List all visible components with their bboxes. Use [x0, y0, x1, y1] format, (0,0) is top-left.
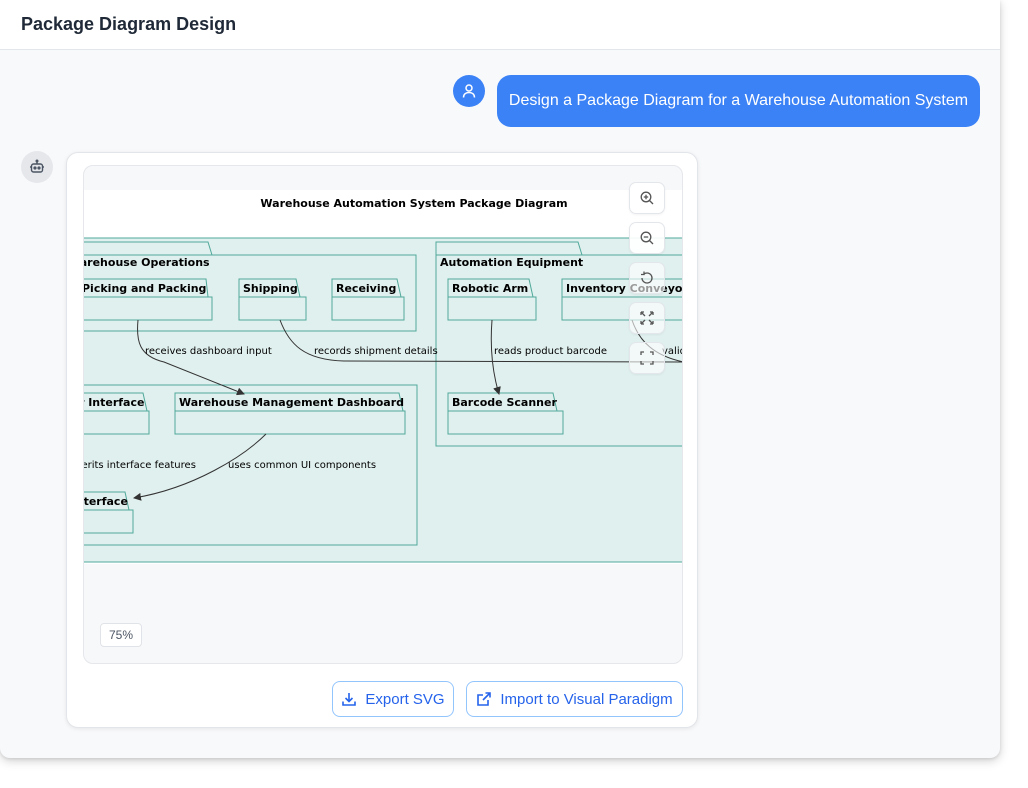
zoom-out-icon	[640, 231, 654, 245]
bot-response-card: Warehouse Automation System Package Diag…	[66, 152, 698, 728]
package-label: Warehouse Operations	[84, 256, 210, 269]
zoom-in-icon	[640, 191, 654, 205]
package-label: User Interface	[84, 396, 144, 409]
package-robotic-arm[interactable]: Robotic Arm	[447, 278, 537, 321]
download-icon	[342, 693, 357, 706]
relation-label: uses common UI components	[228, 460, 376, 471]
user-message-bubble: Design a Package Diagram for a Warehouse…	[497, 75, 980, 127]
package-label: Warehouse Management Dashboard	[179, 396, 404, 409]
package-label: Shipping	[243, 282, 298, 295]
relation-label: inherits interface features	[84, 460, 196, 471]
page-title: Package Diagram Design	[21, 14, 237, 34]
relation-label: receives dashboard input	[145, 346, 272, 357]
package-wms-dashboard[interactable]: Warehouse Management Dashboard	[174, 392, 406, 435]
fullscreen-icon	[640, 351, 654, 365]
relation-label: validates	[662, 346, 683, 357]
relation-records-shipment-details[interactable]	[279, 319, 683, 363]
package-label: Inventory Conveyor	[566, 282, 683, 295]
relation-receives-dashboard-input[interactable]	[137, 319, 245, 396]
package-diagram[interactable]: Warehouse Automation System Package Diag…	[84, 166, 683, 664]
import-vp-label: Import to Visual Paradigm	[500, 690, 673, 708]
user-avatar	[453, 75, 485, 107]
reset-view-button[interactable]	[629, 262, 665, 294]
package-barcode-scanner[interactable]: Barcode Scanner	[447, 392, 564, 435]
bot-avatar	[21, 151, 53, 183]
reset-icon	[641, 271, 653, 284]
package-user-interface[interactable]: User Interface	[84, 392, 150, 435]
robot-icon	[30, 159, 44, 173]
package-label: Receiving	[336, 282, 396, 295]
package-label: Automation Equipment	[440, 256, 583, 269]
package-picking-packing[interactable]: Picking and Packing	[84, 278, 213, 321]
export-svg-button[interactable]: Export SVG	[332, 681, 454, 717]
export-svg-label: Export SVG	[365, 690, 445, 708]
relation-label: records shipment details	[314, 346, 438, 357]
relation-reads-product-barcode[interactable]	[490, 319, 501, 395]
package-receiving[interactable]: Receiving	[331, 278, 405, 321]
relation-uses-common-ui[interactable]	[133, 433, 267, 501]
user-icon	[462, 84, 476, 98]
diagram-viewer[interactable]: Warehouse Automation System Package Diag…	[83, 165, 683, 664]
fullscreen-button[interactable]	[629, 342, 665, 374]
zoom-controls	[629, 182, 665, 382]
zoom-out-button[interactable]	[629, 222, 665, 254]
fit-screen-button[interactable]	[629, 302, 665, 334]
fit-screen-icon	[640, 311, 654, 325]
import-visual-paradigm-button[interactable]: Import to Visual Paradigm	[466, 681, 683, 717]
package-base-interface[interactable]: Base Interface	[84, 491, 134, 534]
app-window: Package Diagram Design Design a Package …	[0, 0, 1000, 728]
package-label: Robotic Arm	[452, 282, 528, 295]
app-header: Package Diagram Design	[0, 0, 1000, 50]
package-shipping[interactable]: Shipping	[238, 278, 307, 321]
package-label: Barcode Scanner	[452, 396, 557, 409]
zoom-in-button[interactable]	[629, 182, 665, 214]
external-link-icon	[477, 692, 492, 706]
package-label: Base Interface	[84, 495, 128, 508]
package-label: Picking and Packing	[84, 282, 206, 295]
zoom-level-indicator: 75%	[100, 623, 143, 647]
relation-label: reads product barcode	[494, 346, 607, 357]
diagram-title: Warehouse Automation System Package Diag…	[260, 197, 567, 210]
